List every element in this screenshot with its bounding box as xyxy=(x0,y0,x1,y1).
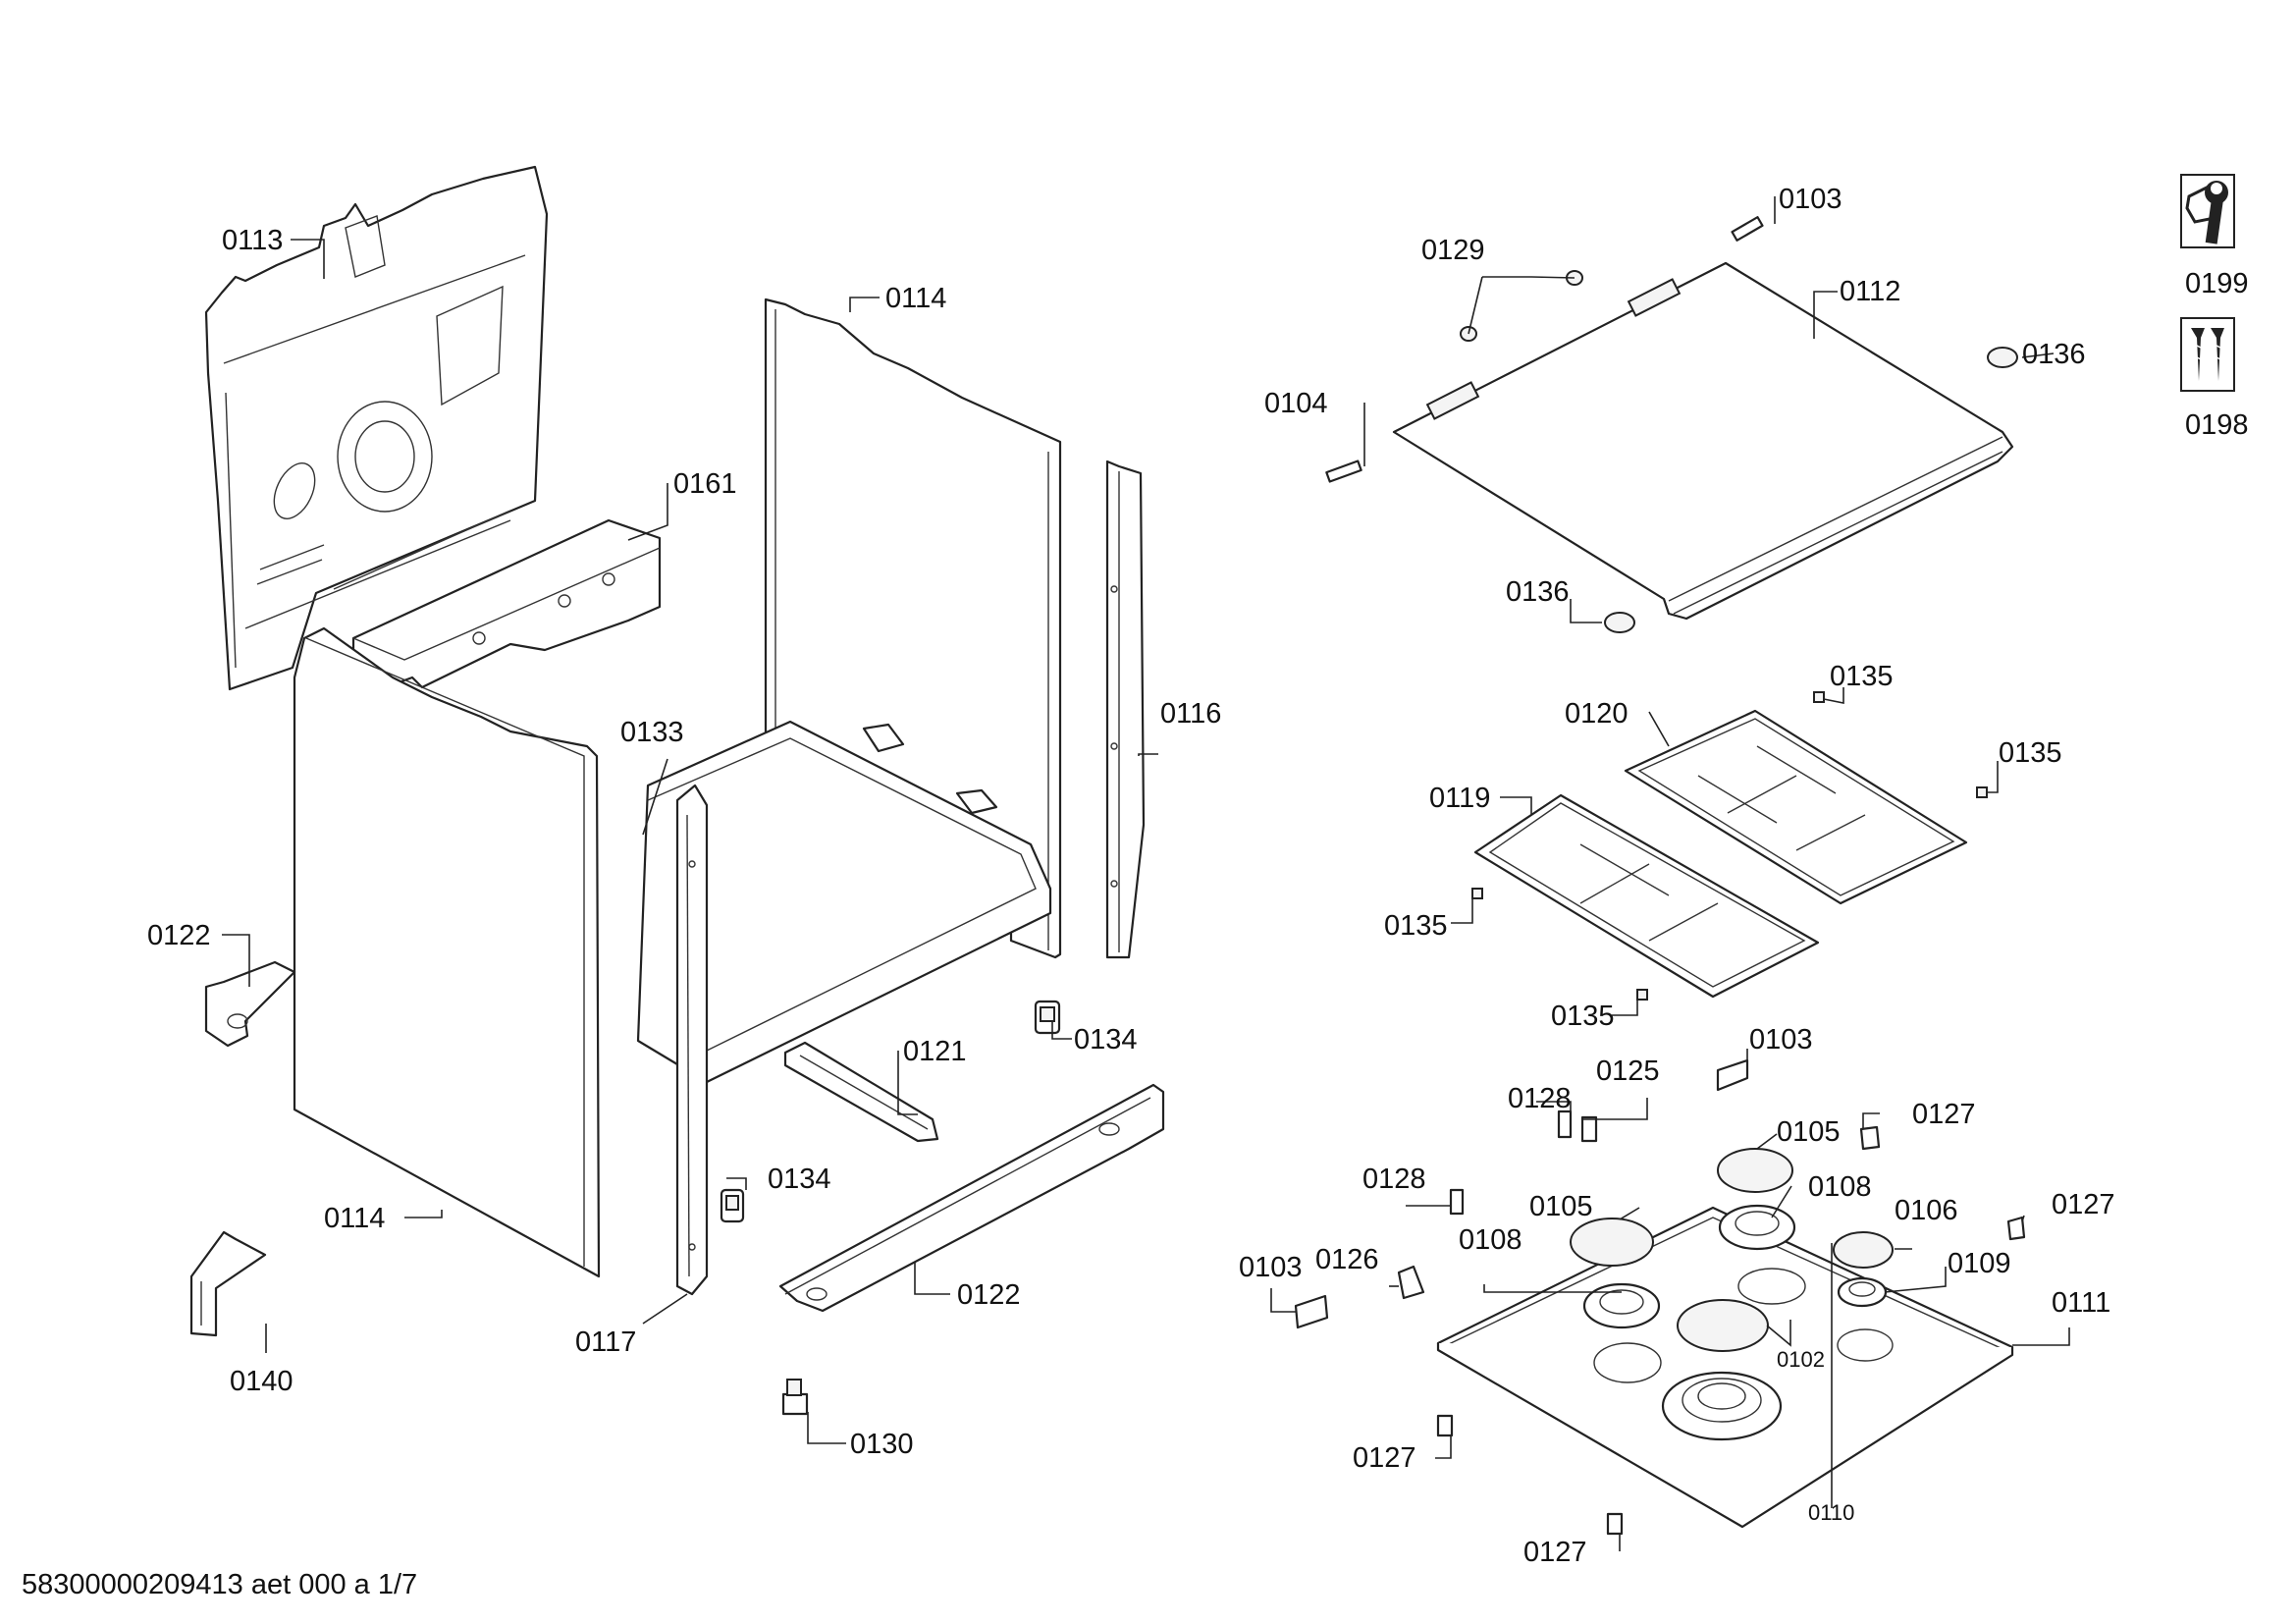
callout-0135-top: 0135 xyxy=(1830,661,1894,692)
callout-0103-top: 0103 xyxy=(1779,184,1842,215)
burner-0108-top xyxy=(1718,1204,1796,1251)
foot-part xyxy=(781,1379,809,1416)
screws-icon xyxy=(2180,317,2235,392)
callout-0127-lower: 0127 xyxy=(1353,1442,1416,1474)
callout-0114-front: 0114 xyxy=(324,1203,385,1234)
side-panel-left-part xyxy=(293,626,601,1278)
callout-0127-bottom: 0127 xyxy=(1523,1537,1587,1568)
callout-0106: 0106 xyxy=(1895,1195,1958,1226)
callout-0113: 0113 xyxy=(222,225,283,256)
callout-0122-long: 0122 xyxy=(957,1279,1021,1311)
callout-0127-upper: 0127 xyxy=(1912,1099,1976,1130)
callout-0102: 0102 xyxy=(1777,1347,1825,1372)
label-0198: 0198 xyxy=(2185,409,2249,441)
bottom-rail-part xyxy=(783,1041,939,1143)
callout-0134-lower: 0134 xyxy=(768,1164,831,1195)
buffer-part-d xyxy=(1604,612,1635,633)
clip-small-a xyxy=(1716,1058,1749,1092)
clip-small-g xyxy=(1859,1125,1881,1151)
callout-0136-front: 0136 xyxy=(1506,576,1570,608)
burner-cap-0105-top xyxy=(1717,1148,1793,1193)
callout-0161: 0161 xyxy=(673,468,737,500)
callout-0128-upper: 0128 xyxy=(1508,1083,1572,1114)
callout-0103-mid: 0103 xyxy=(1749,1024,1813,1056)
burner-0109 xyxy=(1837,1276,1888,1308)
wrench-nut-icon xyxy=(2180,174,2235,248)
back-panel-part xyxy=(204,165,549,691)
callout-0119: 0119 xyxy=(1429,783,1490,814)
callout-0127-right: 0127 xyxy=(2052,1189,2115,1220)
glass-lid-part xyxy=(1392,261,2014,621)
callout-0121: 0121 xyxy=(903,1036,967,1067)
clip-small-d xyxy=(1580,1115,1598,1143)
callout-0129: 0129 xyxy=(1421,235,1485,266)
rubber-foot-a xyxy=(1813,691,1825,703)
callout-0103-left: 0103 xyxy=(1239,1252,1303,1283)
callout-0135-left: 0135 xyxy=(1384,910,1448,942)
clip-small-i xyxy=(1436,1414,1454,1437)
callout-0108-top: 0108 xyxy=(1808,1171,1872,1203)
vertical-strip-part xyxy=(1105,460,1146,959)
callout-0108-left: 0108 xyxy=(1459,1224,1522,1256)
callout-0136-right: 0136 xyxy=(2022,339,2086,370)
callout-0110: 0110 xyxy=(1808,1500,1854,1525)
clip-small-j xyxy=(1606,1512,1624,1536)
clip-small-h xyxy=(2006,1216,2026,1241)
rubber-foot-d xyxy=(1636,989,1648,1001)
callout-0140: 0140 xyxy=(230,1366,294,1397)
callout-0125: 0125 xyxy=(1596,1056,1660,1087)
burner-cap-0102 xyxy=(1677,1299,1769,1352)
clip-small-f xyxy=(1397,1265,1425,1300)
screw-part-b xyxy=(1325,460,1362,483)
leveling-bracket-part xyxy=(189,1230,267,1337)
bracket-left-part xyxy=(204,960,296,1048)
rubber-foot-c xyxy=(1471,888,1483,899)
leader-lines xyxy=(222,196,2070,1551)
burner-cap-0106 xyxy=(1833,1231,1894,1269)
rubber-foot-b xyxy=(1976,786,1988,798)
label-0199: 0199 xyxy=(2185,268,2249,299)
callout-0116: 0116 xyxy=(1160,698,1221,730)
callout-0114-rear: 0114 xyxy=(885,283,946,314)
burner-0110 xyxy=(1661,1371,1783,1441)
callout-0135-bottom: 0135 xyxy=(1551,1001,1615,1032)
front-strip-part xyxy=(675,784,709,1296)
callout-0105-top: 0105 xyxy=(1777,1116,1841,1148)
callout-labels: 0113 0114 0161 0133 0116 0122 0134 0121 … xyxy=(147,184,2249,1568)
pan-support-right-part xyxy=(1624,709,1968,905)
document-id: 58300000209413 aet 000 a 1/7 xyxy=(22,1569,418,1600)
clip-small-e xyxy=(1449,1188,1465,1216)
callout-0133: 0133 xyxy=(620,717,684,748)
burner-cap-0105-left xyxy=(1570,1218,1654,1267)
pan-support-left-part xyxy=(1473,793,1820,999)
callout-0120: 0120 xyxy=(1565,698,1629,730)
burner-0108-left xyxy=(1582,1282,1661,1329)
callout-0109: 0109 xyxy=(1948,1248,2011,1279)
callout-0135-right: 0135 xyxy=(1999,737,2062,769)
clip-small-c xyxy=(1557,1110,1573,1139)
callout-0104: 0104 xyxy=(1264,388,1328,419)
bracket-long-part xyxy=(778,1083,1165,1313)
callout-0130: 0130 xyxy=(850,1429,914,1460)
clip-part-b xyxy=(720,1188,745,1223)
clip-part-a xyxy=(1034,1000,1061,1035)
callout-0134-upper: 0134 xyxy=(1074,1024,1138,1056)
callout-0122-left: 0122 xyxy=(147,920,211,951)
callout-0111: 0111 xyxy=(2052,1287,2110,1319)
callout-0112: 0112 xyxy=(1840,276,1900,307)
buffer-part-c xyxy=(1987,347,2018,368)
callout-0128-lower: 0128 xyxy=(1362,1164,1426,1195)
callout-0117: 0117 xyxy=(575,1326,636,1358)
callout-0105-left: 0105 xyxy=(1529,1191,1593,1222)
callout-0126: 0126 xyxy=(1315,1244,1379,1275)
screw-part-a xyxy=(1731,216,1764,242)
base-tray-part xyxy=(636,720,1052,1084)
clip-small-b xyxy=(1294,1294,1329,1329)
hob-top-plate-part xyxy=(1436,1206,2014,1529)
